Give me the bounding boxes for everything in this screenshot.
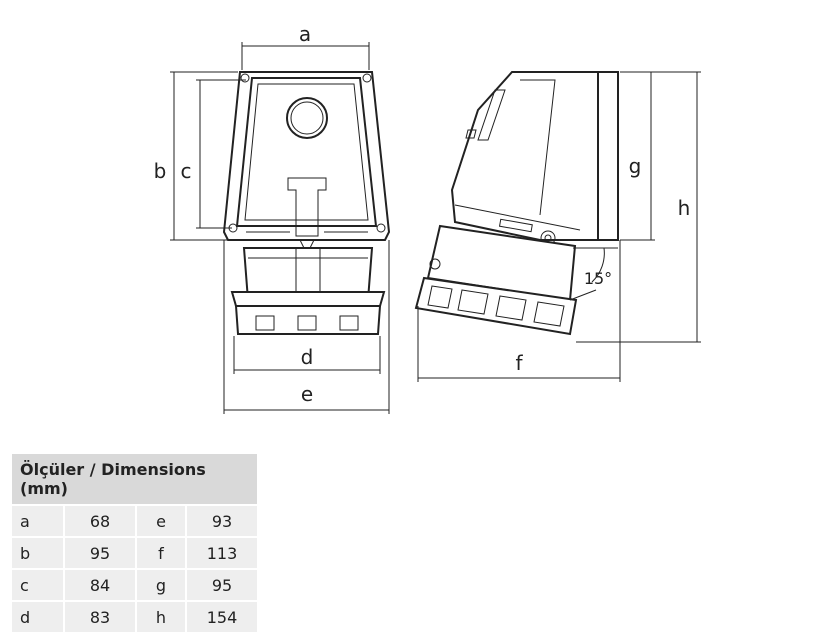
mount-hole-icon — [376, 223, 386, 233]
front-inner-frame — [235, 77, 378, 227]
dim-key: a — [12, 506, 63, 536]
cable-entry-circle — [286, 97, 328, 139]
angled-socket-ring — [414, 276, 578, 336]
dimensions-table-title: Ölçüler / Dimensions (mm) — [12, 454, 257, 504]
dim-label-e: e — [301, 382, 313, 406]
dim-label-c: c — [181, 159, 192, 183]
side-housing — [450, 71, 599, 241]
dim-key: g — [137, 570, 185, 600]
dim-label-g: g — [629, 154, 642, 178]
table-row: d 83 h 154 — [12, 602, 257, 632]
side-view: 15° g h f — [414, 71, 701, 382]
technical-drawing: a b c d e — [154, 22, 701, 414]
dim-value: 68 — [65, 506, 135, 536]
dimensions-table: Ölçüler / Dimensions (mm) a 68 e 93 b 95… — [10, 452, 259, 634]
dim-label-b: b — [154, 159, 167, 183]
dim-value: 95 — [65, 538, 135, 568]
dim-label-a: a — [299, 22, 311, 46]
dim-value: 93 — [187, 506, 257, 536]
dim-key: h — [137, 602, 185, 632]
socket-ring-base — [234, 305, 382, 335]
dim-key: d — [12, 602, 63, 632]
dim-key: c — [12, 570, 63, 600]
dim-label-f: f — [515, 351, 523, 375]
dim-value: 154 — [187, 602, 257, 632]
table-row: b 95 f 113 — [12, 538, 257, 568]
dim-key: e — [137, 506, 185, 536]
angle-label: 15° — [584, 269, 612, 288]
dim-value: 84 — [65, 570, 135, 600]
wall-plate — [597, 71, 619, 241]
mount-hole-icon — [362, 73, 372, 83]
dim-value: 83 — [65, 602, 135, 632]
socket-ring — [230, 291, 386, 307]
t-slot — [287, 177, 327, 237]
dim-value: 95 — [187, 570, 257, 600]
dim-value: 113 — [187, 538, 257, 568]
front-view: a b c d e — [154, 22, 391, 414]
dim-label-d: d — [301, 345, 314, 369]
dim-label-h: h — [678, 196, 691, 220]
table-row: a 68 e 93 — [12, 506, 257, 536]
mount-hole-icon — [240, 73, 250, 83]
dim-key: b — [12, 538, 63, 568]
dim-key: f — [137, 538, 185, 568]
table-row: c 84 g 95 — [12, 570, 257, 600]
